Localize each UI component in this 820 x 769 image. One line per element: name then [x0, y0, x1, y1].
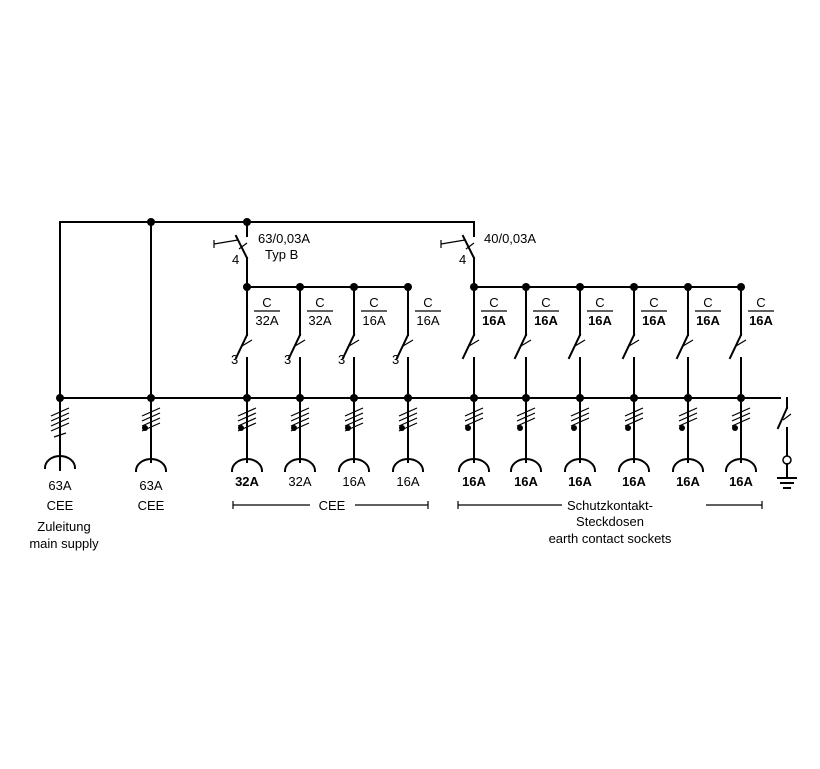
breaker-1: C 32A 3	[231, 286, 280, 402]
breaker-8: C 16A	[621, 283, 667, 402]
breaker-poles: 3	[284, 352, 291, 367]
outlet-rating: 16A	[729, 474, 753, 489]
junction-dot	[243, 218, 251, 226]
outlet-7: 16A	[563, 397, 597, 489]
outlet-63-kind: CEE	[138, 498, 165, 513]
breaker-curve: C	[369, 295, 378, 310]
breaker-curve: C	[595, 295, 604, 310]
breaker-2: C 32A 3	[284, 283, 333, 402]
outlet-5: 16A	[457, 397, 491, 489]
breaker-rating: 16A	[534, 313, 558, 328]
rcd-1-type: Typ B	[265, 247, 298, 262]
outlet-63a-cee: 63A CEE	[134, 397, 168, 513]
junction-dot	[737, 283, 745, 291]
breaker-curve: C	[756, 295, 765, 310]
outlet-rating: 16A	[396, 474, 419, 489]
breaker-poles: 3	[392, 352, 399, 367]
supply-socket: 63A CEE Zuleitung main supply	[29, 397, 99, 551]
breaker-curve: C	[262, 295, 271, 310]
group-cee-label: CEE	[319, 498, 346, 513]
outlet-9: 16A	[671, 397, 705, 489]
outlet-1: 32A	[230, 397, 264, 489]
supply-rating: 63A	[48, 478, 71, 493]
breaker-rating: 16A	[362, 313, 385, 328]
breaker-poles: 3	[338, 352, 345, 367]
breaker-7: C 16A	[567, 283, 613, 402]
outlet-4: 16A	[391, 397, 425, 489]
breaker-4: C 16A 3	[392, 283, 441, 402]
junction-dots	[56, 218, 478, 402]
junction-dot	[576, 283, 584, 291]
breaker-curve: C	[541, 295, 550, 310]
junction-dot	[350, 283, 358, 291]
outlet-rating: 32A	[288, 474, 311, 489]
breaker-rating: 16A	[588, 313, 612, 328]
breakers-group: C 32A 3 C 32A 3 C 16A 3 C 16A 3 C 16A C 16A C 16A C 16A C 16A…	[231, 283, 774, 402]
group-schuko-line3: earth contact sockets	[549, 531, 672, 546]
junction-dot	[404, 283, 412, 291]
outlet-rating: 16A	[676, 474, 700, 489]
breaker-curve: C	[423, 295, 432, 310]
group-schuko-line2: Steckdosen	[576, 514, 644, 529]
outlet-10: 16A	[724, 397, 758, 489]
group-schuko-line1: Schutzkontakt-	[567, 498, 653, 513]
breaker-rating: 32A	[308, 313, 331, 328]
junction-dot	[630, 283, 638, 291]
rcd-1-poles: 4	[232, 252, 239, 267]
breaker-9: C 16A	[675, 283, 721, 402]
breaker-curve: C	[315, 295, 324, 310]
supply-label-de: Zuleitung	[37, 519, 90, 534]
rcd-2-poles: 4	[459, 252, 466, 267]
group-cee-bracket: CEE	[232, 498, 429, 513]
breaker-3: C 16A 3	[338, 283, 387, 402]
outlet-rating: 16A	[462, 474, 486, 489]
outlet-8: 16A	[617, 397, 651, 489]
outlet-rating: 16A	[568, 474, 592, 489]
supply-label-en: main supply	[29, 536, 99, 551]
outlet-rating: 16A	[622, 474, 646, 489]
junction-dot	[296, 283, 304, 291]
junction-dot	[522, 283, 530, 291]
junction-dot	[147, 218, 155, 226]
breaker-rating: 32A	[255, 313, 278, 328]
rcd-2: 4 40/0,03A	[440, 231, 536, 267]
breaker-rating: 16A	[696, 313, 720, 328]
breaker-rating: 16A	[749, 313, 773, 328]
outlet-3: 16A	[337, 397, 371, 489]
outlet-rating: 16A	[342, 474, 365, 489]
ground-switch	[776, 406, 797, 489]
outlet-63-rating: 63A	[139, 478, 162, 493]
supply-kind: CEE	[47, 498, 74, 513]
outlet-2: 32A	[283, 397, 317, 489]
rcd-1: 4 63/0,03A Typ B	[213, 231, 310, 267]
breaker-10: C 16A	[728, 283, 774, 402]
breaker-curve: C	[649, 295, 658, 310]
outlet-rating: 32A	[235, 474, 259, 489]
breaker-curve: C	[703, 295, 712, 310]
rcd-1-rating: 63/0,03A	[258, 231, 310, 246]
breaker-curve: C	[489, 295, 498, 310]
outlets-group: 32A 32A 16A 16A 16A 16A 16A 16A 16A 16A	[230, 397, 758, 489]
breaker-rating: 16A	[416, 313, 439, 328]
outlet-rating: 16A	[514, 474, 538, 489]
breaker-5: C 16A	[461, 286, 507, 402]
junction-dot	[684, 283, 692, 291]
breaker-poles: 3	[231, 352, 238, 367]
breaker-rating: 16A	[482, 313, 506, 328]
rcd-2-rating: 40/0,03A	[484, 231, 536, 246]
outlet-6: 16A	[509, 397, 543, 489]
breaker-6: C 16A	[513, 283, 559, 402]
group-schuko-bracket: Schutzkontakt- Steckdosen earth contact …	[457, 498, 763, 546]
breaker-rating: 16A	[642, 313, 666, 328]
